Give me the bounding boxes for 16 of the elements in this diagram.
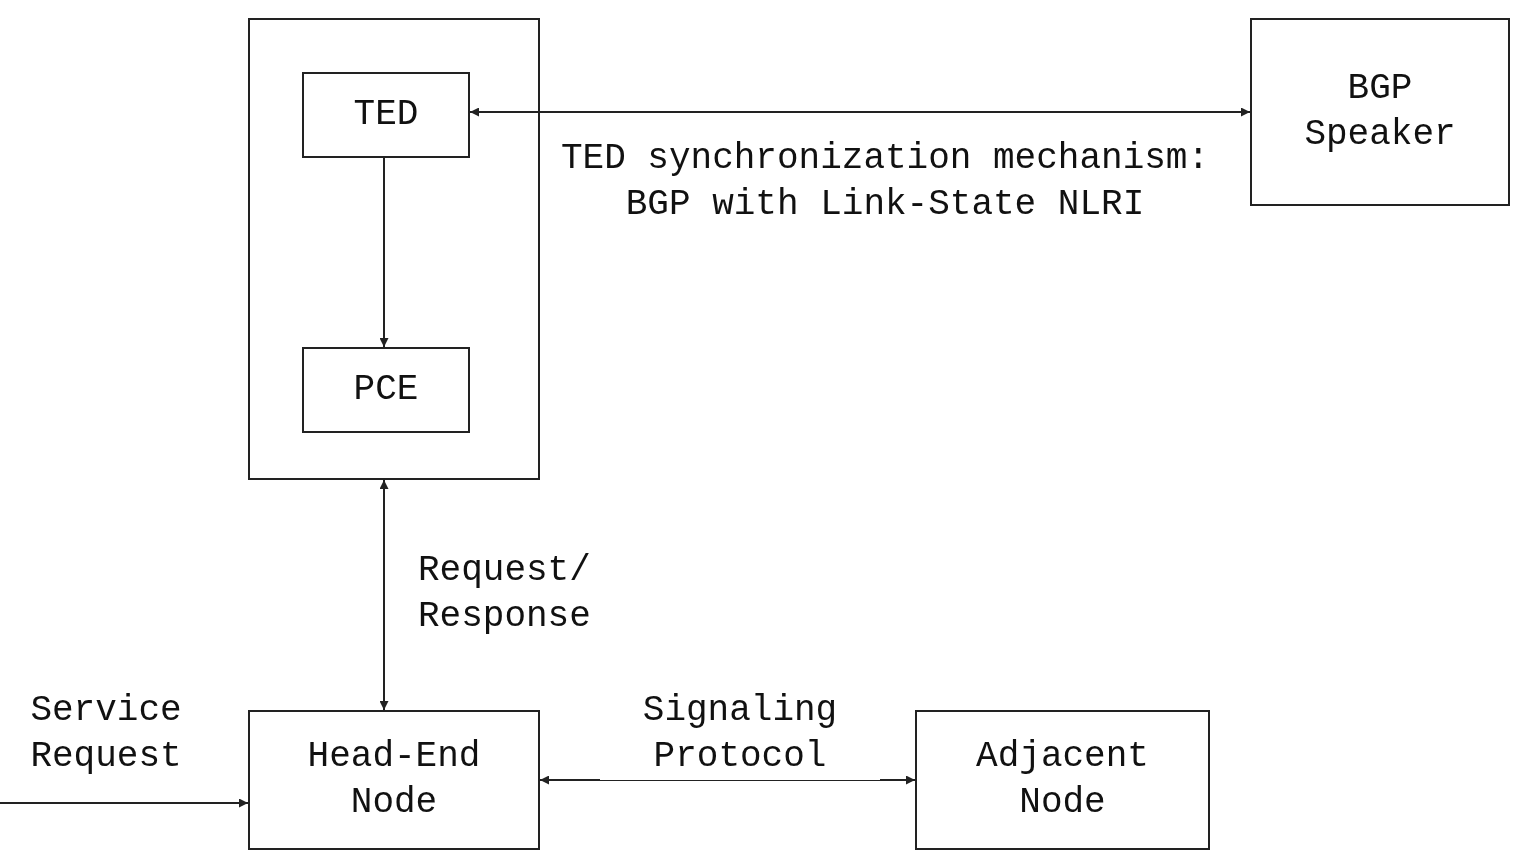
process-box bbox=[1250, 18, 1510, 206]
arrow bbox=[379, 479, 389, 711]
node-label: BGP Speaker bbox=[1303, 67, 1457, 157]
system-box bbox=[248, 18, 540, 480]
process-box bbox=[915, 710, 1210, 850]
node-label: Head-End Node bbox=[306, 735, 482, 825]
database-box bbox=[302, 72, 470, 158]
arrow bbox=[469, 107, 1251, 117]
arrow bbox=[0, 798, 249, 808]
node-label: TED bbox=[353, 93, 419, 137]
node-label: PCE bbox=[353, 368, 419, 412]
process-box bbox=[248, 710, 540, 850]
arrow bbox=[539, 775, 916, 785]
process-box bbox=[302, 347, 470, 433]
arrow bbox=[379, 157, 389, 348]
node-label: Adjacent Node bbox=[975, 735, 1150, 825]
